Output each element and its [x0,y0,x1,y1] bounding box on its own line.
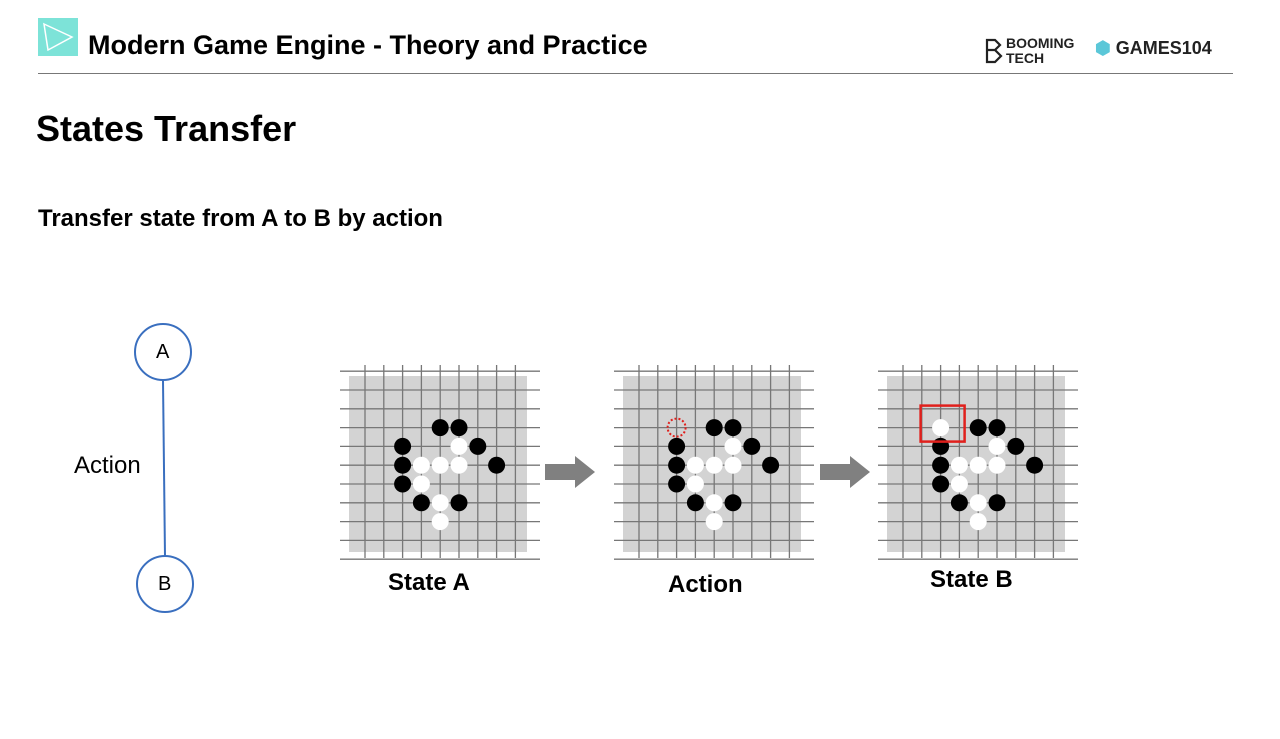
black-stone [394,475,412,493]
move-marker [666,417,687,438]
white-stone [686,456,704,474]
black-stone [724,494,742,512]
edge-label: Action [74,452,141,479]
black-stone [932,456,950,474]
black-stone [668,456,686,474]
go-board [614,365,814,560]
board-label: State A [388,569,470,596]
black-stone [686,494,704,512]
arrow-icon [820,456,870,488]
booming-tech-icon [985,38,1003,64]
black-stone [668,475,686,493]
white-stone [988,456,1006,474]
black-stone [668,437,686,455]
black-stone [932,475,950,493]
board-label: State B [930,566,1013,593]
slide-subtitle: Transfer state from A to B by action [38,205,443,232]
white-stone [705,513,723,531]
white-stone [724,456,742,474]
white-stone [988,437,1006,455]
black-stone [988,419,1006,437]
go-board [340,365,540,560]
white-stone [969,513,987,531]
white-stone [950,456,968,474]
white-stone [969,456,987,474]
white-stone [412,475,430,493]
black-stone [431,419,449,437]
node-a-label: A [156,341,170,363]
board-label: Action [668,571,743,598]
white-stone [705,494,723,512]
slide-title: States Transfer [36,108,297,149]
node-b-label: B [158,573,172,595]
white-stone [705,456,723,474]
black-stone [450,419,468,437]
white-stone [431,456,449,474]
course-logo-icon [38,18,78,56]
white-stone [969,494,987,512]
black-stone [469,437,487,455]
white-stone [431,513,449,531]
black-stone [412,494,430,512]
white-stone [431,494,449,512]
black-stone [969,419,987,437]
white-stone [950,475,968,493]
action-edge [162,380,166,558]
header-divider [38,73,1233,74]
white-stone [686,475,704,493]
black-stone [488,456,506,474]
white-stone [932,419,950,437]
white-stone [412,456,430,474]
black-stone [394,456,412,474]
node-a [134,323,192,381]
black-stone [1007,437,1025,455]
black-stone [762,456,780,474]
black-stone [394,437,412,455]
black-stone [743,437,761,455]
booming-tech-logo: BOOMING TECH [1006,35,1075,66]
white-stone [450,456,468,474]
games104-logo: ⬢ GAMES104 [1095,38,1212,58]
black-stone [705,419,723,437]
black-stone [1026,456,1044,474]
black-stone [724,419,742,437]
white-stone [724,437,742,455]
black-stone [988,494,1006,512]
node-b [136,555,194,613]
header-title: Modern Game Engine - Theory and Practice [88,30,648,60]
new-stone-highlight [919,404,966,443]
black-stone [450,494,468,512]
white-stone [450,437,468,455]
black-stone [950,494,968,512]
arrow-icon [545,456,595,488]
go-board [878,365,1078,560]
